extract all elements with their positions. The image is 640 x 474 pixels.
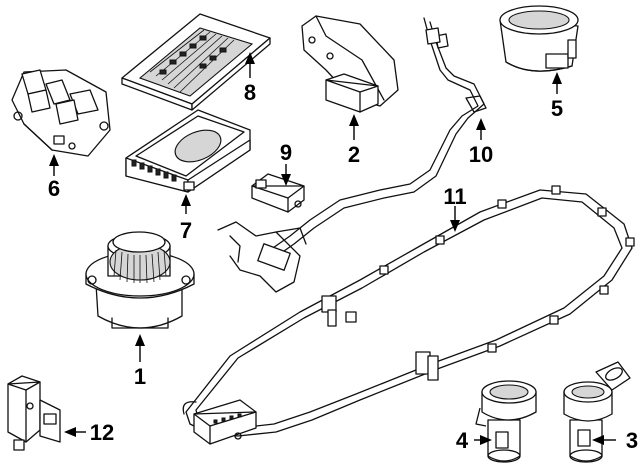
callout-5: 5 xyxy=(551,96,563,121)
part-3-power-socket[interactable] xyxy=(563,361,631,463)
callout-9: 9 xyxy=(280,140,292,165)
callout-1: 1 xyxy=(134,364,146,389)
part-10-wiring-harness[interactable] xyxy=(217,17,487,293)
callout-3: 3 xyxy=(626,428,638,453)
part-9-sensor[interactable] xyxy=(251,173,305,213)
callout-10: 10 xyxy=(469,142,493,167)
part-4-power-socket[interactable] xyxy=(475,380,537,463)
callout-labels: 1 2 3 4 5 6 7 8 9 10 11 12 xyxy=(48,80,638,453)
part-5-socket-housing[interactable] xyxy=(499,5,579,72)
callout-8: 8 xyxy=(244,80,256,105)
part-1-rotary-controller[interactable] xyxy=(85,231,195,329)
callout-4: 4 xyxy=(456,428,469,453)
callout-6: 6 xyxy=(48,176,60,201)
part-6-relay-bracket[interactable] xyxy=(11,69,111,157)
part-12-connector-bracket[interactable] xyxy=(7,375,61,451)
callout-11: 11 xyxy=(443,184,466,209)
part-11-loop-harness[interactable] xyxy=(182,185,635,445)
callout-12: 12 xyxy=(90,420,114,445)
callout-2: 2 xyxy=(348,142,360,167)
leader-lines xyxy=(49,52,616,445)
part-7-control-module[interactable] xyxy=(125,109,251,193)
part-2-switch-housing[interactable] xyxy=(301,15,399,113)
callout-7: 7 xyxy=(180,218,192,243)
